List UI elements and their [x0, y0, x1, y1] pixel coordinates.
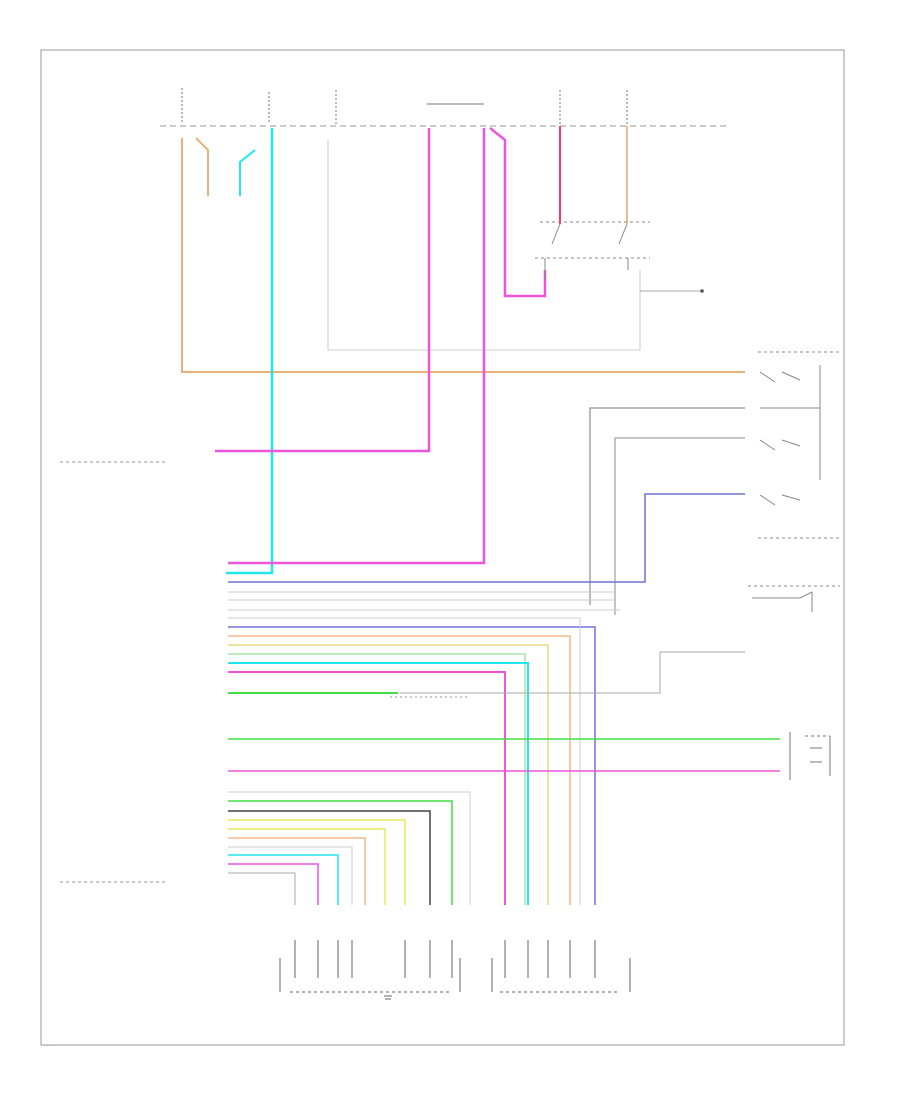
- right-switch-bank: [748, 351, 840, 612]
- wire-dark-grey-1: [589, 407, 745, 605]
- wire-yellow-low2: [228, 828, 386, 905]
- top-fuse-markers: [181, 88, 628, 124]
- wire-dark-low: [228, 810, 431, 905]
- connector-pin: [700, 289, 704, 293]
- wire-magenta-down: [228, 671, 506, 905]
- wire-peach-low: [228, 837, 366, 905]
- wire-magenta-low: [228, 863, 319, 905]
- right-sensor-box: [789, 732, 831, 780]
- wire-magenta-a: [215, 128, 431, 453]
- wire-orange: [181, 138, 745, 373]
- wire-orange-jumper: [195, 137, 209, 196]
- bottom-connector-left: [279, 940, 461, 993]
- wire-grey-mid: [400, 651, 745, 694]
- wire-dark-grey-2: [614, 437, 745, 615]
- wire-grey-low2: [228, 846, 353, 905]
- relay-switch-assembly: [535, 221, 650, 280]
- wire-magenta-b: [228, 128, 486, 565]
- bottom-connector-right: [491, 940, 631, 993]
- wire-yellow-down: [228, 644, 549, 905]
- ground-symbol: [384, 995, 392, 1000]
- wire-grey-low1: [228, 791, 471, 905]
- wire-peach-down: [228, 635, 571, 905]
- corner-code: ...: [46, 1042, 49, 1047]
- wire-grey-low3: [228, 872, 296, 905]
- wire-yellow-low: [228, 819, 406, 905]
- wire-cyan-down: [228, 662, 529, 905]
- wire-cyan: [226, 128, 274, 575]
- wire-green-low: [228, 800, 453, 905]
- diagram-frame: [40, 49, 845, 1046]
- wire-cyan-jumper: [239, 149, 256, 196]
- wire-green-down: [228, 653, 526, 905]
- wire-blue-down: [228, 626, 596, 905]
- wire-blue: [228, 493, 745, 583]
- wire-cyan-low: [228, 854, 339, 905]
- wire-magenta-c: [489, 127, 547, 298]
- wire-grey-h4: [228, 617, 581, 905]
